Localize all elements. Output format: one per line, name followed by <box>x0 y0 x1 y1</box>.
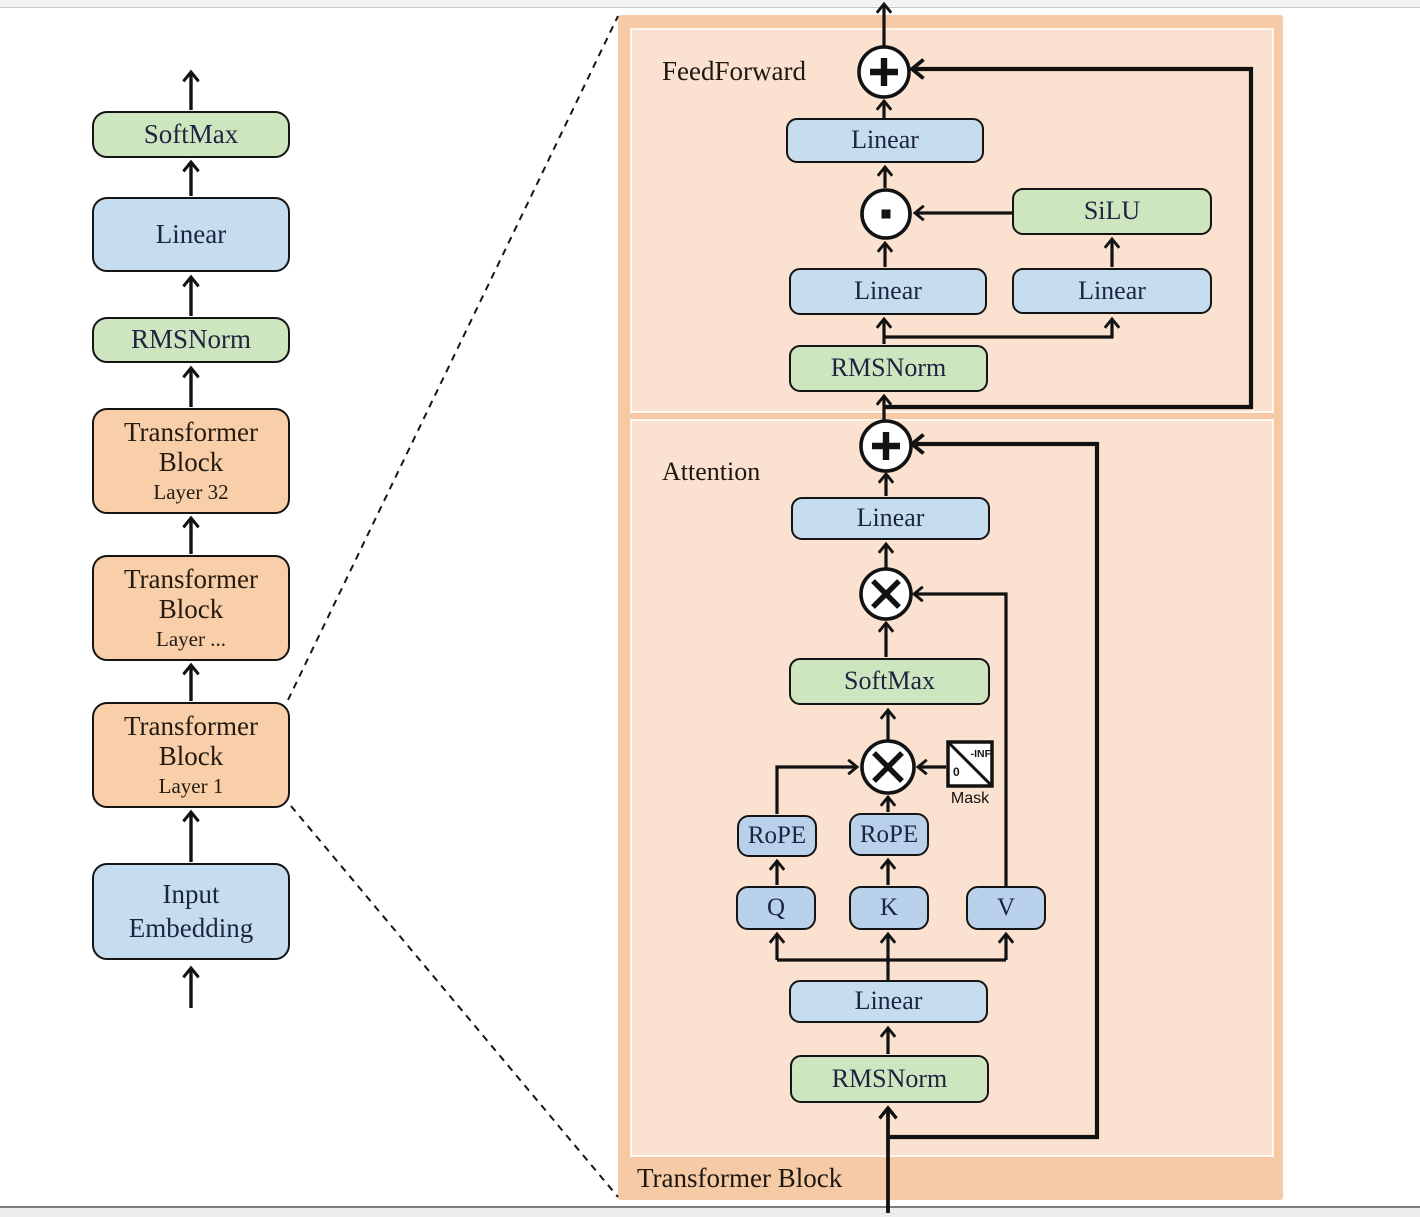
transformer-block-layer-1: Transformer Block Layer 1 <box>92 702 290 808</box>
block-title: Transformer <box>124 417 258 448</box>
rope-k-block: RoPE <box>849 813 929 856</box>
input-embedding-label: Input <box>162 878 220 909</box>
block-title: Transformer <box>124 711 258 742</box>
query-wire <box>775 767 857 814</box>
ff-up-linear-block: Linear <box>1012 268 1212 314</box>
layer-label: Layer 1 <box>158 773 224 798</box>
mask-label: Mask <box>951 790 990 807</box>
matmul-icon <box>860 739 916 795</box>
mask-zero-label: 0 <box>953 765 960 779</box>
value-block: V <box>966 886 1046 930</box>
feedforward-residual-wire <box>884 69 1254 410</box>
add-icon <box>857 45 911 99</box>
block-title: Block <box>158 740 224 771</box>
query-block: Q <box>736 886 816 930</box>
zoom-guide-lines <box>287 15 619 1198</box>
block-title: Block <box>158 446 224 477</box>
attention-section-label: Attention <box>662 457 761 486</box>
layer-label: Layer ... <box>156 626 226 651</box>
silu-label: SiLU <box>1083 196 1141 226</box>
linear-label: Linear <box>854 986 923 1016</box>
value-wire <box>914 594 1008 886</box>
add-icon <box>859 419 913 473</box>
rmsnorm-label: RMSNorm <box>130 324 252 355</box>
transformer-block-section-label: Transformer Block <box>637 1163 843 1193</box>
rope-q-block: RoPE <box>737 815 817 857</box>
feedforward-wires <box>884 4 1254 420</box>
key-block: K <box>849 886 929 930</box>
transformer-block-layer-32: Transformer Block Layer 32 <box>92 408 290 514</box>
block-title: Transformer <box>124 564 258 595</box>
attn-softmax-block: SoftMax <box>789 658 990 705</box>
linear-label: Linear <box>155 218 227 249</box>
rmsnorm-label: RMSNorm <box>830 353 947 383</box>
mask-inf-label: -INF <box>971 748 992 760</box>
silu-block: SiLU <box>1012 188 1212 235</box>
rmsnorm-block: RMSNorm <box>92 317 290 363</box>
rmsnorm-label: RMSNorm <box>831 1063 948 1093</box>
elementwise-product-icon <box>860 188 912 240</box>
ff-rmsnorm-block: RMSNorm <box>789 345 988 392</box>
attention-wires <box>775 444 1100 1213</box>
attention-panel <box>630 419 1274 1157</box>
softmax-block: SoftMax <box>92 111 290 158</box>
block-title: Block <box>158 593 224 624</box>
bottom-border-strip <box>0 1206 1420 1217</box>
input-embedding-label: Embedding <box>128 912 254 943</box>
attn-output-linear-block: Linear <box>791 497 990 540</box>
input-embedding-block: Input Embedding <box>92 863 290 960</box>
attention-residual-wire <box>888 444 1100 1140</box>
key-label: K <box>879 894 899 922</box>
feedforward-section-label: FeedForward <box>662 56 806 86</box>
rope-label: RoPE <box>859 820 919 848</box>
softmax-label: SoftMax <box>844 666 935 696</box>
matmul-icon <box>859 567 913 621</box>
linear-label: Linear <box>854 276 922 306</box>
value-label: V <box>996 894 1016 922</box>
top-border-strip <box>0 0 1420 8</box>
transformer-block-layer-dots: Transformer Block Layer ... <box>92 555 290 661</box>
rope-label: RoPE <box>747 822 807 850</box>
attn-rmsnorm-block: RMSNorm <box>790 1055 989 1103</box>
mask-icon: -INF 0 Mask <box>946 740 994 807</box>
attn-input-linear-block: Linear <box>789 980 988 1023</box>
layer-label: Layer 32 <box>153 479 229 504</box>
ff-output-linear-block: Linear <box>786 118 984 163</box>
linear-label: Linear <box>856 503 925 533</box>
linear-label: Linear <box>851 125 919 155</box>
linear-label: Linear <box>1078 275 1146 305</box>
softmax-label: SoftMax <box>143 118 239 149</box>
linear-block: Linear <box>92 197 290 272</box>
ff-gate-linear-block: Linear <box>789 268 987 315</box>
query-label: Q <box>766 894 786 922</box>
